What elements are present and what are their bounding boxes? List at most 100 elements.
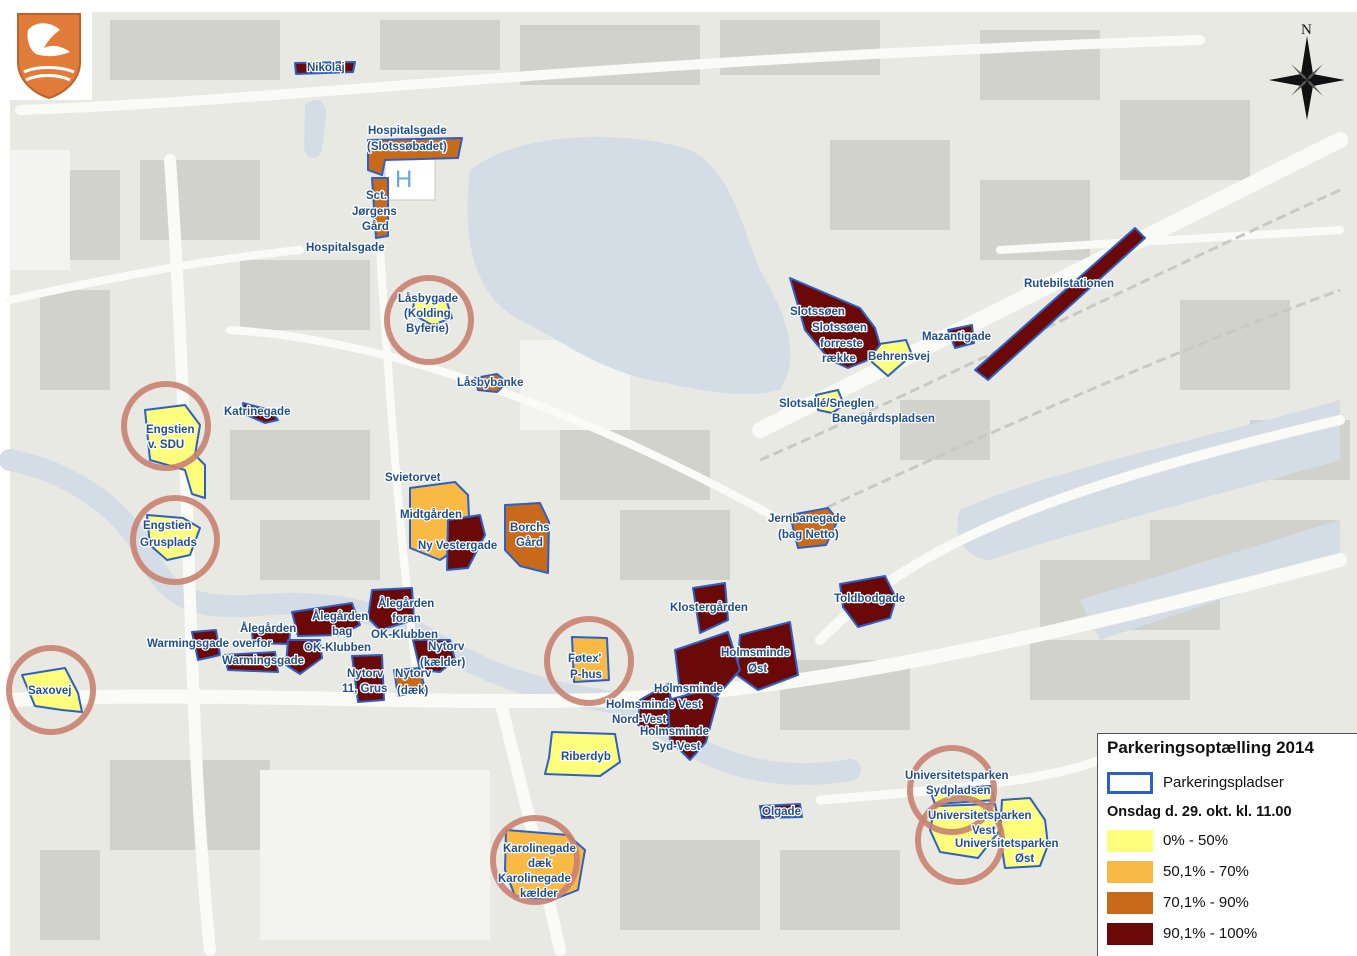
zone-saxovej[interactable]: [21, 667, 83, 713]
label-nytorv-grus-1: Nytorv: [347, 668, 384, 680]
label-foetex-1: Føtex': [568, 653, 602, 665]
label-laesby-1: Låsbygade: [398, 293, 458, 305]
zone-klostergaarden[interactable]: [692, 582, 729, 634]
zone-holmsminde-center[interactable]: [674, 631, 741, 696]
ring-univ-vest: [915, 795, 1005, 885]
legend-outline-swatch: [1107, 771, 1153, 794]
legend-class-row: 70,1% - 90%: [1107, 887, 1357, 918]
legend-title: Parkeringsoptælling 2014: [1107, 738, 1314, 757]
label-holmsminde-nv-2: Nord-Vest: [612, 714, 666, 726]
zone-katrinegade[interactable]: [242, 402, 279, 424]
ring-laesbygade: [384, 275, 474, 365]
label-toldbodgade: Toldbodgade: [834, 593, 905, 605]
compass-rose: N: [1269, 22, 1345, 120]
compass-north-label: N: [1301, 22, 1312, 38]
label-nytorv-grus-2: 11, Grus: [342, 683, 387, 695]
label-warmingsgade: Warmingsgade: [222, 655, 304, 667]
zone-sct-joergens[interactable]: [371, 177, 389, 239]
zone-borchs-gaard[interactable]: [504, 502, 550, 574]
map-frame-top: [0, 0, 1357, 12]
zone-ok-klubben[interactable]: [285, 639, 323, 675]
label-nytorv-daek-1: Nytorv: [395, 668, 432, 680]
zone-nytorv-grus[interactable]: [351, 654, 385, 703]
legend-subtitle: Onsdag d. 29. okt. kl. 11.00: [1107, 803, 1292, 820]
zone-aalegaarden-bag[interactable]: [291, 602, 361, 637]
castle-lake: [467, 136, 791, 395]
label-slotssoen-forreste-3: række: [822, 353, 856, 365]
label-holmsminde-center: Holmsminde: [654, 683, 723, 695]
zone-slotssoen[interactable]: [789, 277, 881, 369]
zone-behrensvej[interactable]: [871, 339, 913, 377]
label-katrinegade: Katrinegade: [224, 406, 290, 418]
zone-warmingsgade-overfor[interactable]: [191, 629, 221, 661]
label-jernbanegade-2: (bag Netto): [778, 529, 839, 541]
label-sct-3: Gård: [362, 221, 389, 233]
zone-jernbanegade[interactable]: [789, 507, 839, 549]
coat-of-arms-icon: [17, 13, 81, 100]
zone-nytorv-kaelder[interactable]: [412, 639, 456, 673]
ring-saxovej: [6, 645, 96, 735]
zone-ny-vestergade[interactable]: [446, 514, 486, 571]
zone-laesbybanke[interactable]: [474, 373, 508, 393]
zone-slotsalle[interactable]: [815, 389, 845, 414]
legend-class-label: 0% - 50%: [1163, 832, 1229, 849]
zone-nikolaj[interactable]: [294, 61, 356, 75]
zone-olgade[interactable]: [759, 803, 803, 819]
label-aalegaarden-bag-1: Ålegården: [312, 610, 368, 623]
zone-aalegaarden-foran[interactable]: [367, 587, 415, 631]
label-karolinegade-kaelder-1: Karolinegade: [498, 873, 571, 885]
legend-swatch-90-100: [1107, 922, 1153, 945]
label-karolinegade-daek-2: dæk: [528, 858, 552, 870]
zone-hospitalsgade-slotssoebadet[interactable]: [367, 137, 463, 176]
legend-class-label: 70,1% - 90%: [1163, 894, 1249, 911]
label-holmsminde-oest-1: Holmsminde: [721, 647, 790, 659]
label-svietorvet: Svietorvet: [385, 472, 441, 484]
compass-arrow-north-west: [1291, 64, 1307, 80]
label-aalegaarden-foran-2: foran: [392, 613, 421, 625]
zone-mazantigade[interactable]: [947, 324, 975, 349]
zone-warmingsgade[interactable]: [223, 651, 279, 673]
label-nytorv-daek-2: (dæk): [397, 685, 428, 697]
ring-engstien-grusplads: [130, 495, 220, 585]
label-nytorv-kaelder-2: (kælder): [420, 657, 466, 669]
legend-swatch-70-90: [1107, 891, 1153, 914]
legend-class-row: 50,1% - 70%: [1107, 856, 1357, 887]
building-blocks: [40, 20, 1350, 940]
label-holmsminde-nv-1: Holmsminde Vest: [606, 699, 702, 711]
zone-holmsminde-sv[interactable]: [667, 689, 719, 761]
label-engstien-sdu-2: v. SDU: [148, 439, 184, 451]
label-aalegaarden-bag-2: bag: [332, 626, 352, 638]
compass-arrow-north-east: [1307, 64, 1323, 80]
label-nikolaj: Nikolaj: [307, 62, 345, 74]
label-slotssoen-forreste-2: forreste: [820, 338, 863, 350]
label-univ-syd-2: Sydpladsen: [926, 785, 991, 797]
zone-nytorv-daek[interactable]: [393, 667, 426, 697]
label-foetex-2: P-hus: [570, 669, 602, 681]
ring-karolinegade: [490, 815, 580, 905]
zone-toldbodgade[interactable]: [839, 575, 897, 628]
label-borchs-1: Borchs: [510, 522, 550, 534]
zone-riberdyb[interactable]: [544, 731, 621, 777]
highlight-rings: [6, 275, 1005, 905]
label-holmsminde-oest-2: Øst: [748, 663, 767, 675]
label-olgade: Olgade: [762, 806, 801, 818]
zone-labels: Nikolaj Hospitalsgade (Slotssøbadet) Sct…: [27, 61, 1116, 902]
map-frame-left: [0, 0, 10, 956]
municipality-logo: [0, 0, 92, 100]
zone-laesbygade[interactable]: [411, 295, 453, 326]
zone-foetex[interactable]: [571, 636, 610, 683]
label-slotssoen: Slotssøen: [790, 306, 845, 318]
label-holmsminde-sv-2: Syd-Vest: [652, 741, 701, 753]
zone-engstien-grusplads[interactable]: [146, 514, 201, 561]
zone-holmsminde-nv[interactable]: [637, 683, 676, 736]
label-hospitalsgade-slot-2: (Slotssøbadet): [367, 141, 447, 153]
zone-rutebilstationen[interactable]: [974, 227, 1146, 381]
label-univ-vest-2: Vest: [972, 825, 996, 837]
label-aalegaarden-foran-3: OK-Klubben: [371, 629, 438, 641]
label-aalegaarden: Ålegården: [240, 622, 296, 635]
label-ny-vestergade: Ny Vestergade: [418, 540, 497, 552]
hospital-symbol: H: [395, 166, 412, 193]
label-warmingsgade-overfor: Warmingsgade overfor: [147, 638, 272, 650]
label-jernbanegade-1: Jernbanegade: [768, 513, 846, 525]
